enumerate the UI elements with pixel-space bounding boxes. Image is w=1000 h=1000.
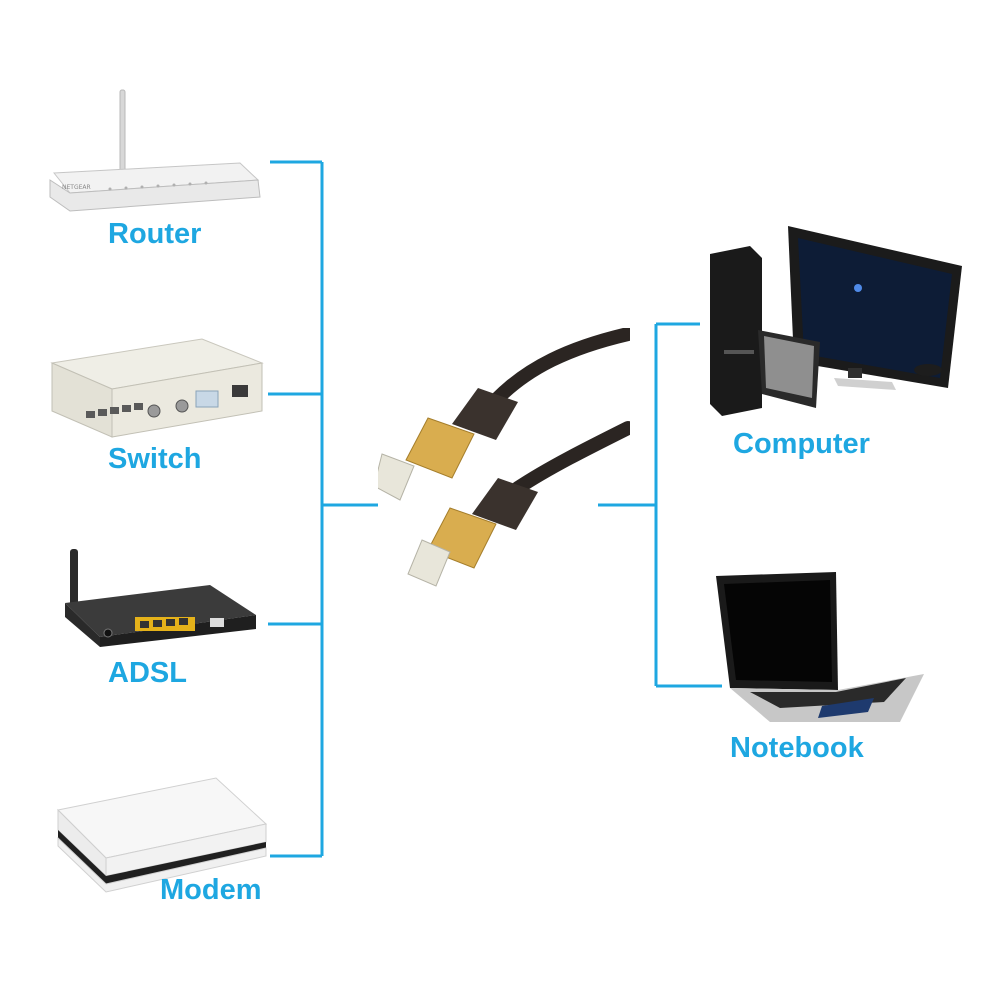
svg-text:NETGEAR: NETGEAR (62, 184, 91, 191)
switch-label: Switch (108, 443, 202, 475)
modem-label: Modem (160, 874, 262, 906)
ethernet-cable-icon (378, 328, 630, 587)
modem-icon (56, 777, 268, 893)
switch-icon (50, 338, 264, 438)
router-label: Router (108, 218, 202, 250)
plug-bottom (407, 478, 538, 587)
adsl-modem-icon (65, 549, 256, 647)
adsl-label: ADSL (108, 657, 187, 689)
notebook-label: Notebook (730, 732, 864, 764)
computer-label: Computer (733, 428, 870, 460)
laptop-icon (716, 572, 924, 722)
desktop-computer-icon (710, 226, 962, 416)
router-icon: NETGEAR (49, 89, 261, 212)
plug-top (378, 388, 518, 501)
